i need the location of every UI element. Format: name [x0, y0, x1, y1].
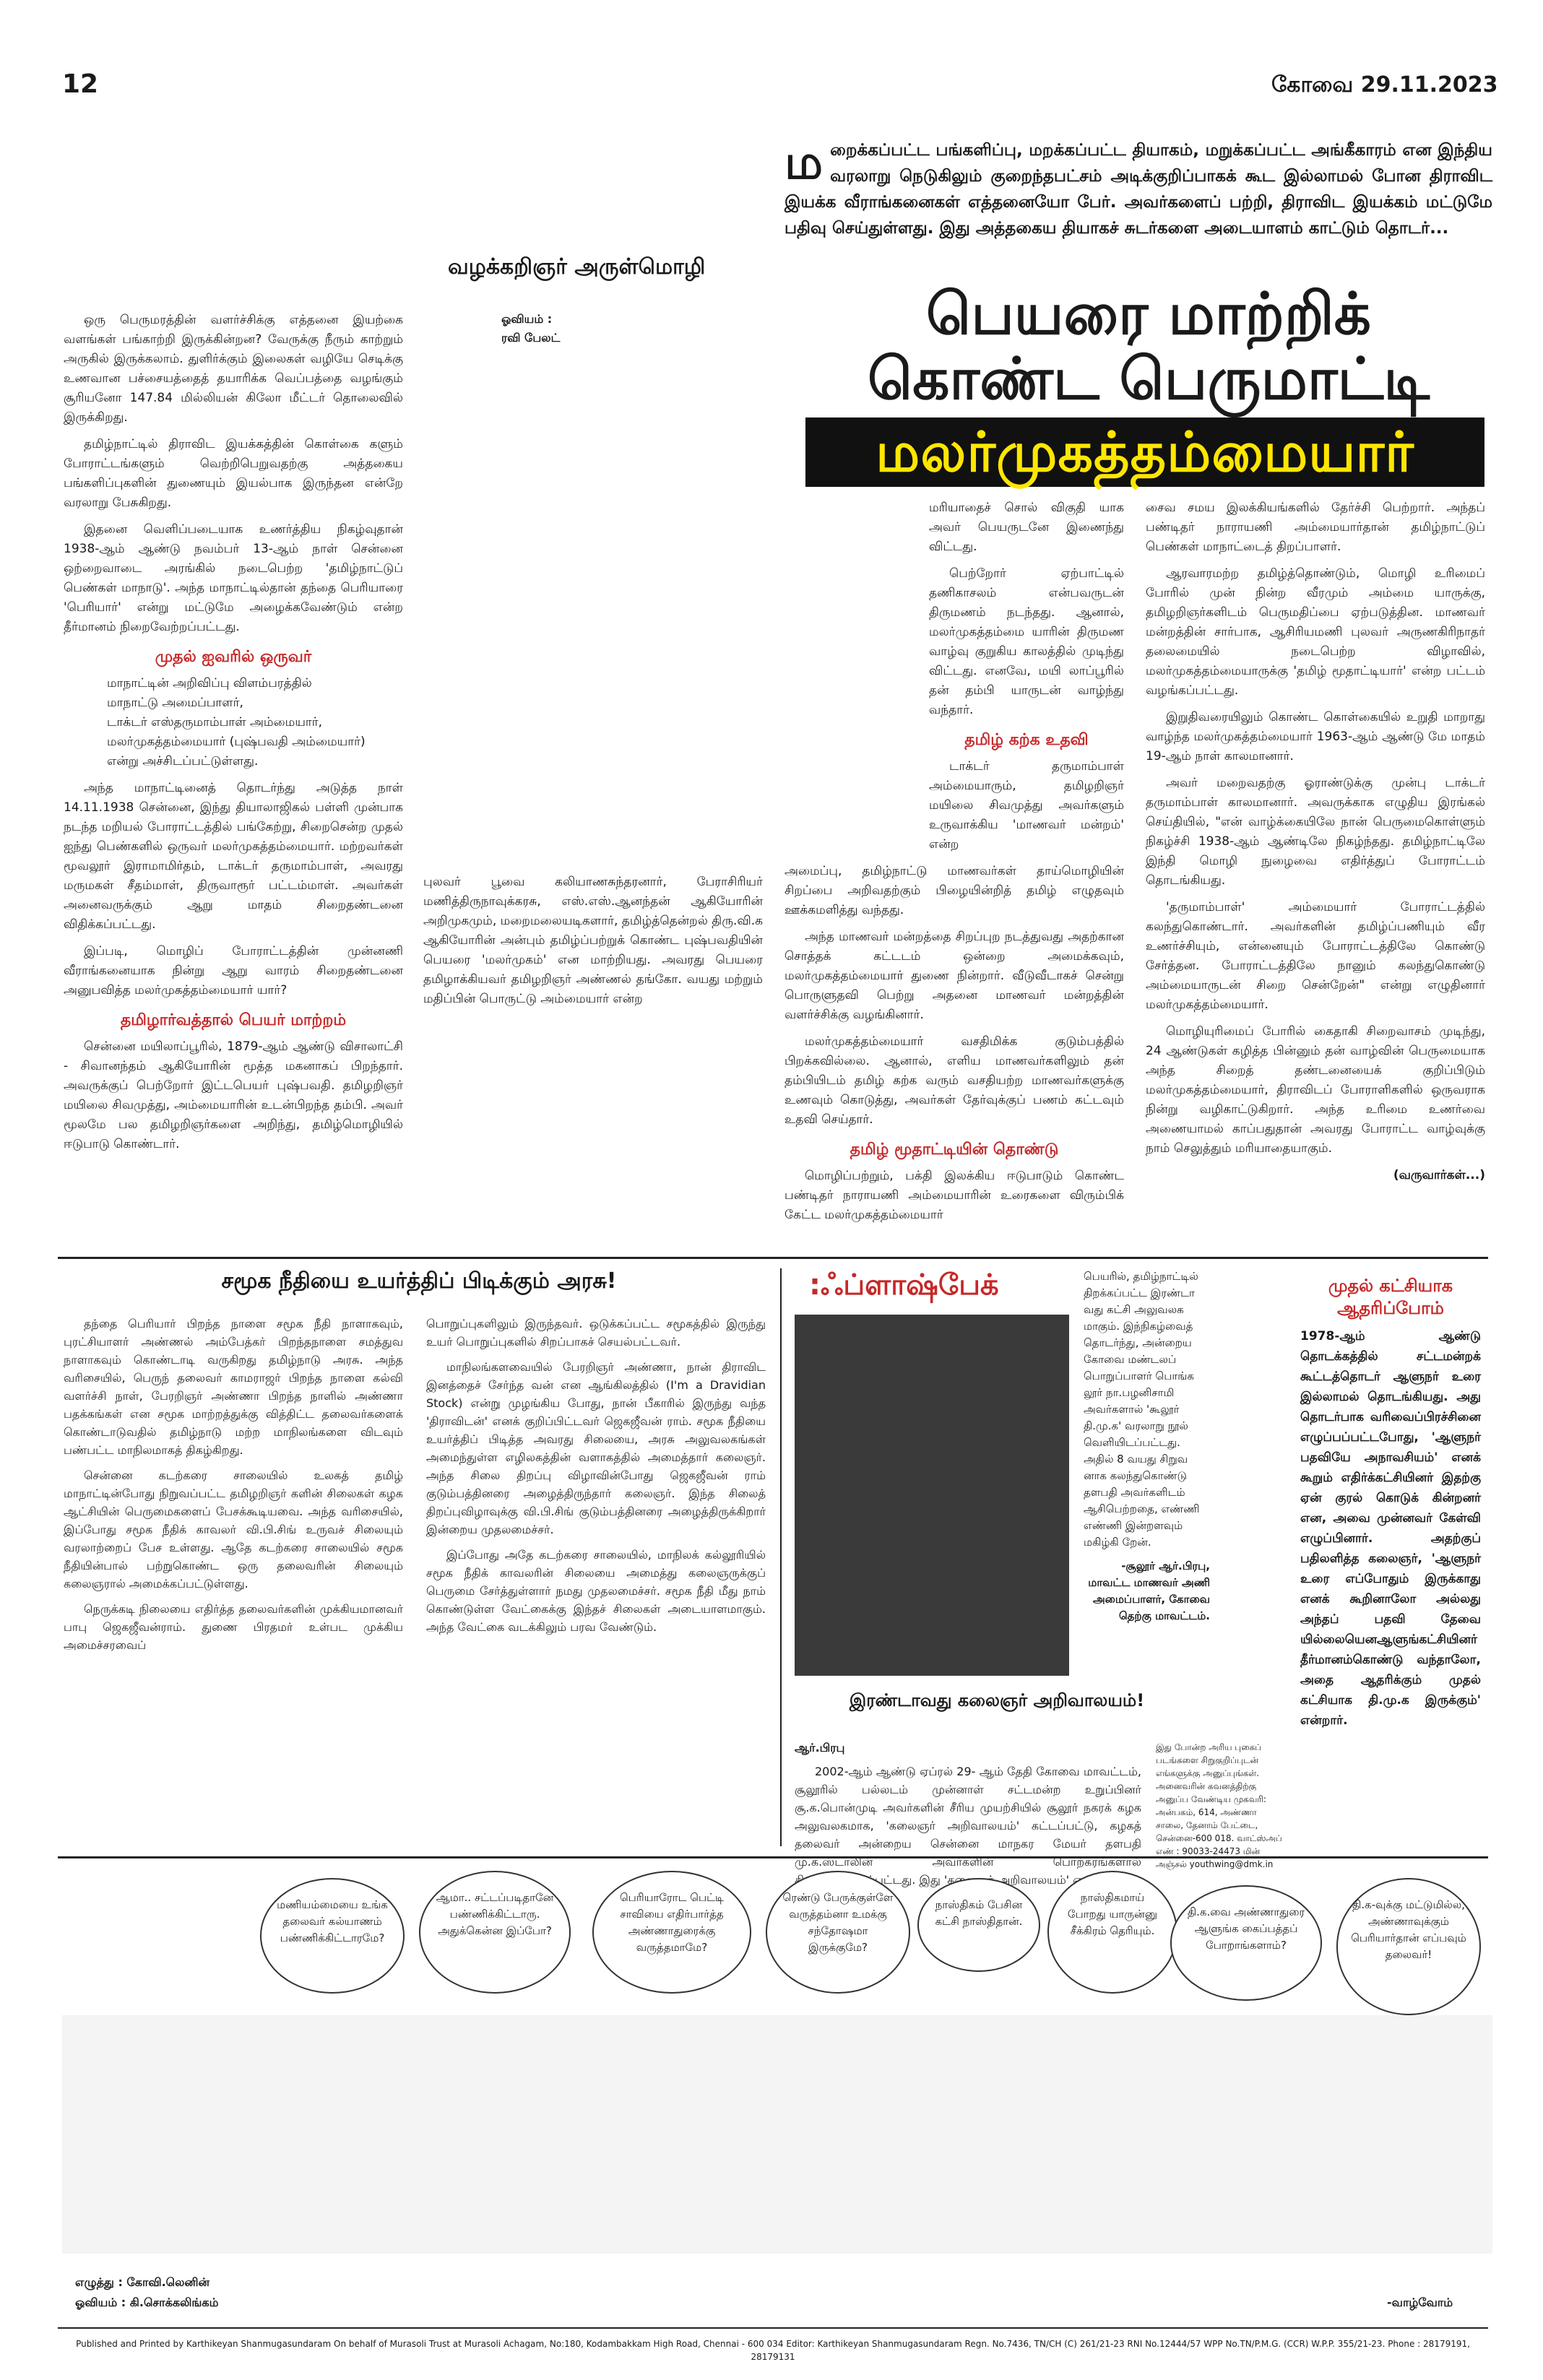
article-paragraph: மொழியுரிமைப் போரில் கைதாகி சிறைவாசம் முட… [1146, 1024, 1485, 1156]
editorial-paragraph: சென்னை கடற்கரை சாலையில் உலகத் தமிழ் மாநா… [64, 1468, 403, 1591]
article-paragraph: அந்த மாணவர் மன்றத்தை சிறப்புற நடத்துவது … [785, 930, 1124, 1022]
editorial-paragraph: இப்போது அதே கடற்கரை சாலையில், மாநிலக் கல… [426, 1548, 766, 1634]
editorial-paragraph: மாநிலங்களவையில் பேரறிஞர் அண்ணா, நான் திர… [426, 1360, 766, 1536]
flashback-side-text: பெயரில், தமிழ்நாட்டில் திறக்கப்பட்ட இரண்… [1084, 1268, 1210, 1632]
subheading-tamil-elder: தமிழ் மூதாட்டியின் தொண்டு [850, 1141, 1059, 1159]
list-intro: மாநாட்டின் அறிவிப்பு விளம்பரத்தில் [107, 676, 312, 691]
list-item: மாநாட்டு அமைப்பாளர், [107, 696, 243, 710]
article-paragraph: அந்த மாநாட்டினைத் தொடர்ந்து அடுத்த நாள் … [64, 781, 403, 932]
flashback-photo [795, 1315, 1069, 1676]
flashback-paragraph: 2002-ஆம் ஆண்டு ஏப்ரல் 29- ஆம் தேதி கோவை … [795, 1765, 1142, 1887]
column-divider [780, 1268, 782, 1846]
teaser-dropcap: ம [785, 134, 824, 190]
list-item: டாக்டர் எஸ்தருமாம்பாள் அம்மையார், [107, 715, 323, 730]
flashback-note-text: இது போன்ற அரிய புகைப் படங்களை சிறுகுறிப்… [1156, 1742, 1282, 1869]
cartoon-illustration [62, 2015, 1492, 2254]
editorial-paragraph: பொறுப்புகளிலும் இருந்தவர். ஒடுக்கப்பட்ட … [426, 1317, 766, 1349]
subheading-name-change: தமிழார்வத்தால் பெயர் மாற்றம் [120, 1011, 347, 1029]
flashback-signature: -சூலூர் ஆர்.பிரபு, மாவட்ட மாணவர் அணி அமை… [1088, 1559, 1210, 1622]
article-paragraph: சைவ சமய இலக்கியங்களில் தேர்ச்சி பெற்றார்… [1146, 501, 1485, 554]
section-divider [58, 1856, 1488, 1858]
section-divider [58, 1257, 1488, 1259]
teaser: ம றைக்கப்பட்ட பங்களிப்பு, மறக்கப்பட்ட தி… [785, 137, 1492, 241]
footer-divider [58, 2327, 1488, 2329]
cartoon-speech-bubble: தி.க.வை அண்ணாதுரை ஆளுங்க கைப்பத்தப் போறா… [1170, 1885, 1322, 2001]
flashback-note: இது போன்ற அரிய புகைப் படங்களை சிறுகுறிப்… [1156, 1741, 1282, 1878]
article-fourth-column: சைவ சமய இலக்கியங்களில் தேர்ச்சி பெற்றார்… [1146, 498, 1485, 1185]
editorial-column-1: தந்தை பெரியார் பிறந்த நாளை சமூக நீதி நாள… [64, 1315, 403, 1661]
article-paragraph: மரியாதைச் சொல் விகுதி யாக அவர் பெயருடனே … [929, 501, 1124, 554]
editorial-column-2: பொறுப்புகளிலும் இருந்தவர். ஒடுக்கப்பட்ட … [426, 1315, 766, 1643]
dateline: கோவை 29.11.2023 [1271, 72, 1498, 98]
cartoon-speech-bubble: மணியம்மையை உங்க தலைவர் கல்யாணம் பண்ணிக்க… [260, 1878, 405, 1994]
flashback-author: ஆர்.பிரபு [795, 1741, 845, 1754]
subheading-tamil-study: தமிழ் கற்க உதவி [964, 731, 1089, 749]
flashback-paragraph: பெயரில், தமிழ்நாட்டில் திறக்கப்பட்ட இரண்… [1084, 1270, 1200, 1549]
cartoon-credit-artist: ஓவியம் : கி.சொக்கலிங்கம் [75, 2295, 219, 2309]
cartoon-speech-bubble: நாஸ்திகமாய் போறது யாருன்னு சீக்கிரம் தெர… [1047, 1871, 1177, 1994]
support-box: முதல் கட்சியாக ஆதரிப்போம் 1978-ஆம் ஆண்டு… [1293, 1268, 1488, 1846]
headline-line1: பெயரை மாற்றிக் [926, 280, 1371, 347]
cartoon-sign-off: -வாழ்வோம் [1387, 2295, 1453, 2309]
flashback-label: :ஃப்ளாஷ்பேக் [809, 1268, 999, 1302]
support-heading-2: ஆதரிப்போம் [1337, 1298, 1444, 1318]
article-paragraph: மொழிப்பற்றும், பக்தி இலக்கிய ஈடுபாடும் க… [785, 1169, 1124, 1222]
subheading-first-five: முதல் ஐவரில் ஒருவர் [155, 648, 312, 666]
article-paragraph: 'தருமாம்பாள்' அம்மையார் போராட்டத்தில் கல… [1146, 900, 1485, 1012]
cartoon-credit-writer: எழுத்து : கோவி.லெனின் [75, 2275, 210, 2289]
headline-line2: கொண்ட பெருமாட்டி [867, 345, 1430, 412]
continued-note: (வருவார்கள்...) [1393, 1168, 1485, 1182]
flashback-subheading: இரண்டாவது கலைஞர் அறிவாலயம்! [849, 1690, 1145, 1710]
editorial-paragraph: தந்தை பெரியார் பிறந்த நாளை சமூக நீதி நாள… [64, 1317, 403, 1457]
cartoon-speech-bubble: நாஸ்திகம் பேசின கட்சி நாஸ்திதான். [917, 1878, 1040, 1972]
list-item: மலர்முகத்தம்மையார் (புஷ்பவதி அம்மையார்) [107, 735, 366, 749]
support-body: 1978-ஆம் ஆண்டு தொடக்கத்தில் சட்டமன்றக் க… [1300, 1329, 1481, 1728]
cartoon-speech-bubble: ஆமா.. சட்டப்படிதானே பண்ணிக்கிட்டாரு. அது… [419, 1871, 571, 1994]
article-paragraph: இறுதிவரையிலும் கொண்ட கொள்கையில் உறுதி மா… [1146, 710, 1485, 763]
article-paragraph: பெற்றோர் ஏற்பாட்டில் தணிகாசலம் என்பவருடன… [929, 566, 1124, 717]
article-middle-column: புலவர் பூவை கலியாணசுந்தரனார், பேராசிரியர… [423, 873, 763, 1016]
article-paragraph: இதனை வெளிப்படையாக உணர்த்திய நிகழ்வுதான் … [64, 522, 403, 634]
list-item: என்று அச்சிடப்பட்டுள்ளது. [107, 754, 259, 769]
teaser-text: றைக்கப்பட்ட பங்களிப்பு, மறக்கப்பட்ட தியா… [785, 141, 1492, 238]
article-paragraph: இப்படி, மொழிப் போராட்டத்தின் முன்னணி வீர… [64, 944, 403, 998]
article-paragraph: தமிழ்நாட்டில் திராவிட இயக்கத்தின் கொள்கை… [64, 437, 403, 510]
headline-name: மலர்முகத்தம்மையார் [805, 417, 1484, 487]
editorial-headline: சமூக நீதியை உயர்த்திப் பிடிக்கும் அரசு! [221, 1268, 617, 1294]
footer-imprint: Published and Printed by Karthikeyan Sha… [76, 2339, 1470, 2362]
article-paragraph: டாக்டர் தருமாம்பாள் அம்மையாரும், தமிழறிஞ… [929, 759, 1124, 852]
article-paragraph: அவர் மறைவதற்கு ஓராண்டுக்கு முன்பு டாக்டர… [1146, 776, 1485, 888]
article-paragraph: ஒரு பெருமரத்தின் வளர்ச்சிக்கு எத்தனை இயற… [64, 313, 403, 425]
support-heading-1: முதல் கட்சியாக [1328, 1276, 1453, 1296]
illustration-label: ஓவியம் : [501, 312, 553, 326]
byline-author: வழக்கறிஞர் அருள்மொழி [448, 254, 706, 280]
article-left-column: ஒரு பெருமரத்தின் வளர்ச்சிக்கு எத்தனை இயற… [64, 311, 403, 1161]
illustrator-name: ரவி பேலட் [501, 331, 561, 345]
article-paragraph: சென்னை மயிலாப்பூரில், 1879-ஆம் ஆண்டு விச… [64, 1039, 403, 1151]
editorial-paragraph: நெருக்கடி நிலையை எதிர்த்த தலைவர்களின் மு… [64, 1602, 403, 1652]
article-paragraph: ஆரவாரமற்ற தமிழ்த்தொண்டும், மொழி உரிமைப் … [1146, 566, 1485, 698]
article-third-column: மரியாதைச் சொல் விகுதி யாக அவர் பெயருடனே … [785, 498, 1124, 1232]
article-paragraph: அமைப்பு, தமிழ்நாட்டு மாணவர்கள் தாய்மொழிய… [785, 864, 1124, 917]
article-paragraph: மலர்முகத்தம்மையார் வசதிமிக்க குடும்பத்தி… [785, 1034, 1124, 1127]
cartoon-speech-bubble: பெரியாரோட பெட்டி சாவியை எதிர்பார்த்த அண்… [592, 1871, 751, 1994]
article-paragraph: புலவர் பூவை கலியாணசுந்தரனார், பேராசிரியர… [423, 875, 763, 1006]
page-number: 12 [62, 69, 99, 99]
cartoon-speech-bubble: ரெண்டு பேருக்குள்ளே வருத்தம்னா உமக்கு சந… [766, 1871, 910, 1994]
cartoon-speech-bubble: தி.க-வுக்கு மட்டுமில்ல, அண்ணாவுக்கும் பெ… [1336, 1878, 1481, 2015]
